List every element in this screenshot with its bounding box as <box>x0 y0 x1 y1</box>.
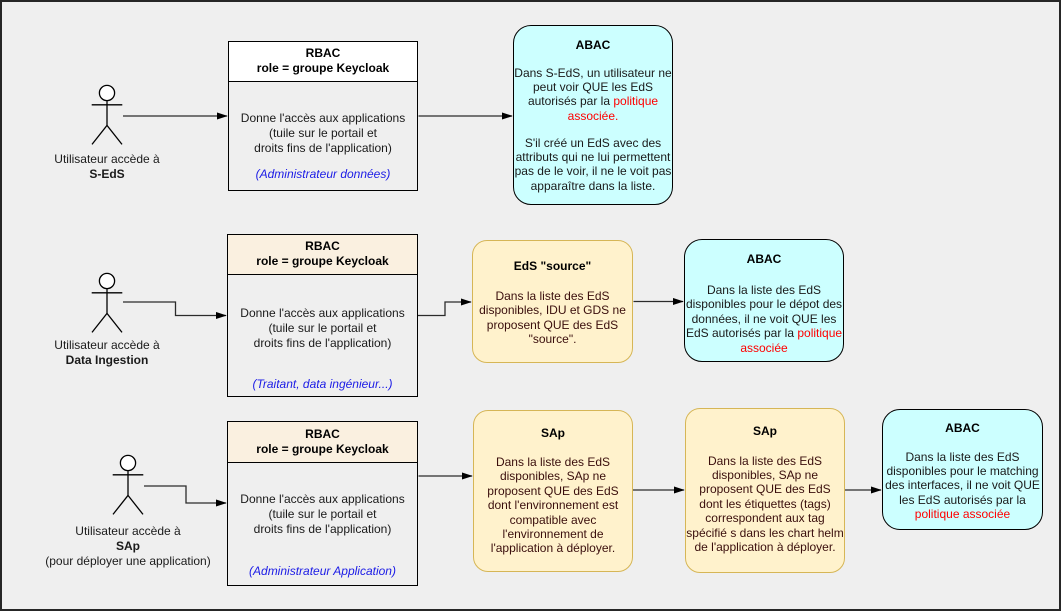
eds-source-title: EdS "source" <box>513 258 592 273</box>
actor2-person-icon <box>91 272 123 333</box>
actor3-name: SAp <box>116 538 140 553</box>
rbac2-box: RBAC role = groupe Keycloak Donne l'accè… <box>227 233 418 397</box>
actor3-note: (pour déployer une application) <box>45 553 211 568</box>
sap-env-body: Dans la liste des EdS disponibles, SAp n… <box>487 455 619 556</box>
actor1-label-text: Utilisateur accède à <box>54 152 160 166</box>
abac2-box: ABAC Dans la liste des EdS disponibles p… <box>684 239 844 362</box>
abac1-title: ABAC <box>575 37 611 52</box>
rbac2-body: Donne l'accès aux applications (tuile su… <box>240 305 405 350</box>
abac2-body: Dans la liste des EdS disponibles pour l… <box>685 283 843 355</box>
rbac1-role: (Administrateur données) <box>255 166 391 181</box>
abac1-box: ABAC Dans S-EdS, un utilisateur ne peut … <box>513 24 673 205</box>
arrow-actor2-to-rbac2 <box>123 301 227 320</box>
abac1-body-paragraph2: S'il créé un EdS avec des attributs qui … <box>514 135 672 193</box>
abac2-title: ABAC <box>746 252 782 266</box>
actor3-label-text: Utilisateur accède à <box>75 523 181 538</box>
rbac3-title: RBAC role = groupe Keycloak <box>228 422 417 463</box>
arrow-actor3-to-rbac3 <box>144 485 227 507</box>
abac2-red-text: politique associée <box>740 326 843 355</box>
actor3-person-icon <box>112 454 144 515</box>
actor2-label-text: Utilisateur accède à <box>54 338 160 352</box>
actor1-person-icon <box>91 85 123 146</box>
rbac3-box: RBAC role = groupe Keycloak Donne l'accè… <box>227 421 418 586</box>
sap-env-box: SAp Dans la liste des EdS disponibles, S… <box>473 409 633 572</box>
rbac1-title: RBAC role = groupe Keycloak <box>229 42 417 82</box>
actor2-name: Data Ingestion <box>65 353 149 367</box>
abac3-body: Dans la liste des EdS disponibles pour l… <box>883 450 1042 522</box>
abac1-body-paragraph1: Dans S-EdS, un utilisateur ne peut voir … <box>514 66 672 124</box>
sap-env-title: SAp <box>541 425 565 440</box>
rbac3-body: Donne l'accès aux applications (tuile su… <box>240 492 405 536</box>
abac3-title: ABAC <box>945 421 980 435</box>
rbac2-role: (Traitant, data ingénieur...) <box>252 376 393 391</box>
rbac2-title: RBAC role = groupe Keycloak <box>228 234 417 275</box>
rbac3-role: (Administrateur Application) <box>249 564 396 578</box>
rbac1-body: Donne l'accès aux applications (tuile su… <box>240 110 406 155</box>
actor1-name: S-EdS <box>89 167 125 181</box>
sap-tags-body: Dans la liste des EdS disponibles, SAp n… <box>686 453 844 554</box>
sap-tags-box: SAp Dans la liste des EdS disponibles, S… <box>685 408 845 573</box>
arrow-rbac2-to-eds <box>418 298 472 317</box>
abac1-text: Dans S-EdS, un utilisateur ne peut voir … <box>514 65 672 109</box>
abac3-red-text: politique associée <box>914 507 1011 522</box>
eds-source-box: EdS "source" Dans la liste des EdS dispo… <box>472 240 633 363</box>
abac3-text: Dans la liste des EdS disponibles pour l… <box>885 449 1040 507</box>
sap-tags-title: SAp <box>753 424 777 438</box>
abac2-text: Dans la liste des EdS disponibles pour l… <box>685 283 843 341</box>
eds-source-body: Dans la liste des EdS disponibles, IDU e… <box>479 288 626 346</box>
rbac1-box: RBAC role = groupe Keycloak Donne l'accè… <box>228 41 418 191</box>
abac1-red-text: politique associée. <box>567 94 659 123</box>
abac3-box: ABAC Dans la liste des EdS disponibles p… <box>882 409 1043 530</box>
